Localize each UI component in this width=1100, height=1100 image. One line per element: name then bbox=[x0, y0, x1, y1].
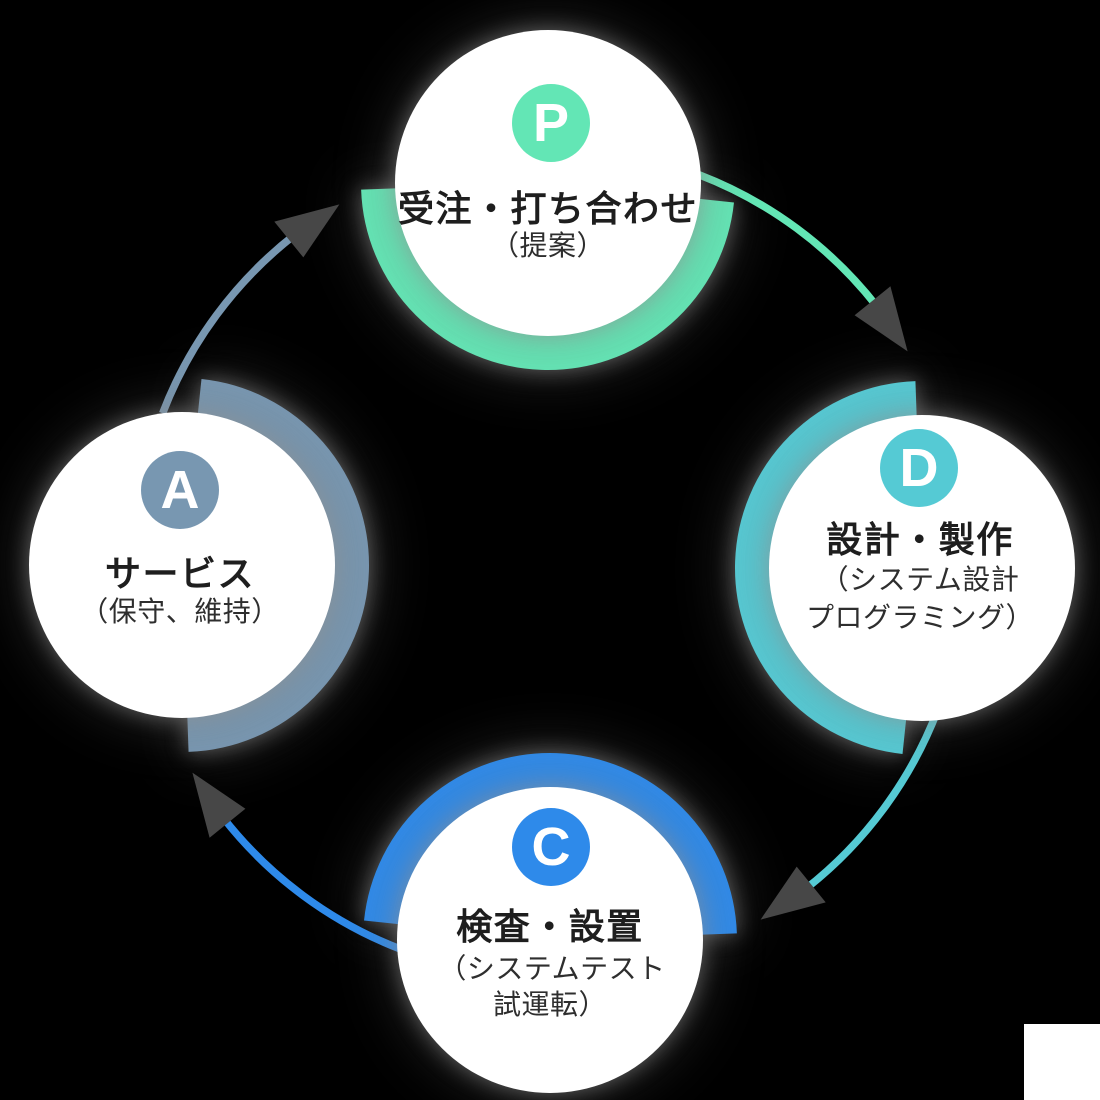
arrowhead-check-to-act bbox=[192, 772, 246, 838]
act-badge: A bbox=[141, 451, 219, 529]
arrow-line-check-to-act bbox=[220, 815, 403, 953]
check-title: 検査・設置 bbox=[456, 906, 644, 947]
plan-title: 受注・打ち合わせ bbox=[397, 188, 699, 229]
arrow-line-plan-to-do bbox=[697, 171, 880, 309]
arrowhead-plan-to-do bbox=[854, 286, 908, 352]
act-circle bbox=[29, 412, 335, 718]
do-letter: D bbox=[899, 438, 939, 498]
arrowhead-do-to-check bbox=[760, 866, 826, 920]
act-title: サービス bbox=[104, 553, 256, 594]
node-arcs bbox=[186, 187, 918, 936]
act-letter: A bbox=[160, 460, 200, 520]
act-subtitle: （保守、維持） bbox=[80, 596, 280, 627]
arrowhead-act-to-plan bbox=[274, 204, 340, 258]
node-circles bbox=[29, 30, 1075, 1093]
plan-badge: P bbox=[512, 84, 590, 162]
do-arc bbox=[735, 381, 918, 754]
plan-arc bbox=[361, 187, 734, 370]
cycle-arrow-lines bbox=[159, 171, 941, 953]
do-circle bbox=[769, 415, 1075, 721]
check-subtitle-line1: （システムテスト bbox=[438, 953, 666, 984]
do-subtitle-line1: （システム設計 bbox=[820, 564, 1020, 595]
arrow-line-do-to-check bbox=[803, 709, 941, 892]
check-letter: C bbox=[531, 817, 571, 877]
do-badge: D bbox=[880, 429, 958, 507]
act-arc bbox=[186, 379, 369, 752]
plan-letter: P bbox=[532, 93, 570, 153]
arrow-line-act-to-plan bbox=[159, 232, 297, 415]
plan-circle bbox=[395, 30, 701, 336]
plan-subtitle: （提案） bbox=[490, 230, 606, 261]
do-title: 設計・製作 bbox=[826, 519, 1014, 560]
check-subtitle-line2: 試運転） bbox=[492, 989, 608, 1020]
check-arc bbox=[364, 753, 737, 936]
check-circle bbox=[397, 787, 703, 1093]
check-badge: C bbox=[512, 808, 590, 886]
corner-white-patch bbox=[1024, 1024, 1100, 1100]
arrowheads bbox=[192, 204, 908, 920]
do-subtitle-line2: プログラミング） bbox=[805, 602, 1035, 633]
